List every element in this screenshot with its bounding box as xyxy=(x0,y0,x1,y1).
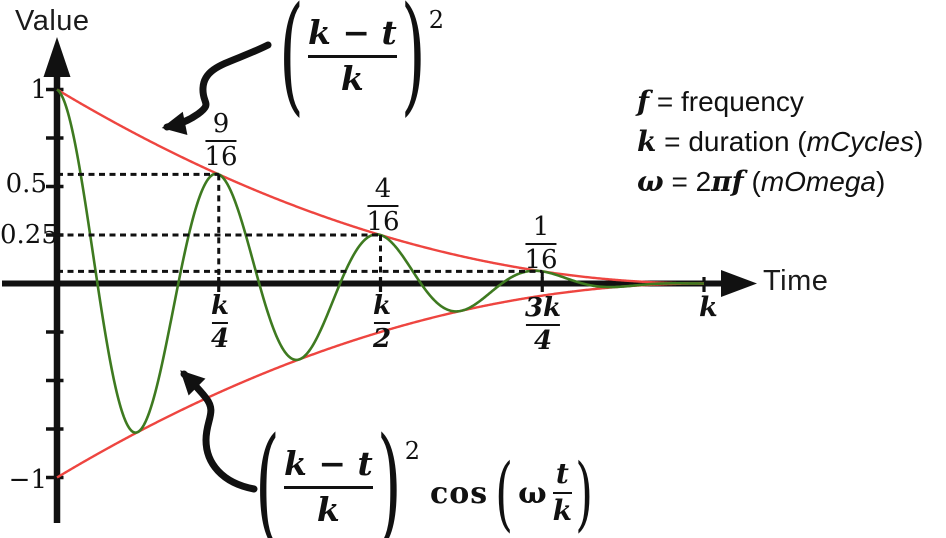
y-tick-label-0p5: 0.5 xyxy=(5,169,47,199)
legend-text-segment: ) xyxy=(913,126,924,157)
legend-text-segment: = xyxy=(649,86,681,117)
fraction-denominator: 16 xyxy=(366,207,400,238)
legend-text-segment: = 2 xyxy=(663,166,712,197)
exponent: 2 xyxy=(428,6,444,34)
fraction-bar xyxy=(367,204,399,208)
fraction-numerator: k − t xyxy=(283,443,373,483)
fraction-numerator: 1 xyxy=(532,212,550,242)
dashed-guides-layer xyxy=(57,172,544,284)
x-tick-label-k-4: k 4 xyxy=(211,293,229,353)
fraction-numerator: 3k xyxy=(524,293,562,323)
x-tick-label-k-2: k 2 xyxy=(373,293,391,353)
annotation-arrows xyxy=(161,41,272,493)
legend-text-segment: ) xyxy=(875,166,886,197)
fraction-denominator: 4 xyxy=(210,324,230,355)
legend-line-omega: ω = 2πf (mOmega) xyxy=(637,162,923,202)
y-tick-label-1: 1 xyxy=(30,75,47,105)
legend-line-duration: k = duration (mCycles) xyxy=(637,122,923,162)
legend-text-segment: πf xyxy=(711,165,744,198)
formula-fraction: k − t k xyxy=(305,12,400,98)
open-paren-icon: ( xyxy=(495,445,514,538)
fraction-numerator: 9 xyxy=(212,109,230,139)
fraction-numerator: k − t xyxy=(307,12,397,52)
fraction-denominator: k xyxy=(316,489,340,529)
fraction-denominator: 16 xyxy=(204,142,238,173)
open-paren-icon: ( xyxy=(255,413,280,538)
envelope-formula: ( k − t k ) 2 xyxy=(278,0,444,120)
signal-formula: ( k − t k ) 2 cos ( ω t k ) xyxy=(254,423,594,538)
legend: f = frequency k = duration (mCycles) ω =… xyxy=(637,82,923,202)
envelope-formula-arrow xyxy=(161,41,272,136)
legend-line-frequency: f = frequency xyxy=(637,82,923,122)
y-axis-title: Value xyxy=(15,5,90,37)
fraction-numerator: k xyxy=(372,291,391,321)
close-paren-icon: ) xyxy=(400,0,426,130)
legend-text-segment: ( xyxy=(797,126,807,157)
fraction-bar xyxy=(205,139,237,143)
legend-text-segment: mCycles xyxy=(806,126,914,157)
fraction-denominator: k xyxy=(340,58,364,98)
legend-text-segment: frequency xyxy=(680,86,804,117)
legend-text-segment: f xyxy=(637,85,650,118)
x-tick-label-k: k xyxy=(699,292,718,323)
fraction-denominator: 16 xyxy=(524,245,558,276)
fraction-numerator: 4 xyxy=(374,174,392,204)
y-axis-arrowhead-icon xyxy=(43,37,71,77)
x-axis-title: Time xyxy=(763,265,829,297)
x-axis-arrowhead-icon xyxy=(721,270,757,297)
omega-symbol: ω xyxy=(518,475,547,511)
legend-text-segment: ( xyxy=(743,166,761,197)
formula-fraction: k − t k xyxy=(281,443,376,529)
peak-value-label-4-16: 4 16 xyxy=(366,176,399,236)
y-tick-label-neg1: −1 xyxy=(8,465,47,495)
y-tick-label-0p25: 0.25 xyxy=(0,220,58,250)
peak-value-label-9-16: 9 16 xyxy=(204,111,237,171)
open-paren-icon: ( xyxy=(279,0,304,130)
fraction-denominator: 4 xyxy=(533,326,553,357)
cos-function-name: cos xyxy=(429,475,489,511)
fraction-numerator: k xyxy=(210,291,229,321)
legend-text-segment: k xyxy=(637,125,657,158)
fraction-bar xyxy=(373,321,391,325)
axes-layer xyxy=(2,37,757,523)
legend-text-segment: ω xyxy=(637,165,664,198)
signal-formula-arrow xyxy=(180,370,258,493)
fraction-bar xyxy=(283,485,373,489)
legend-text-segment: mOmega xyxy=(760,166,876,197)
legend-text-segment: = xyxy=(656,126,689,157)
exponent: 2 xyxy=(404,437,420,465)
close-paren-icon: ) xyxy=(376,413,402,538)
fraction-bar xyxy=(307,54,397,58)
fraction-denominator: k xyxy=(552,494,573,528)
close-paren-icon: ) xyxy=(575,445,594,538)
lower-envelope-curve xyxy=(56,282,705,479)
formula-fraction: t k xyxy=(551,456,574,528)
fraction-denominator: 2 xyxy=(372,324,392,355)
fraction-bar xyxy=(525,323,561,327)
legend-text-segment: duration xyxy=(688,126,798,157)
cosine-term: cos ( ω t k ) xyxy=(429,453,594,534)
fraction-bar xyxy=(552,491,573,495)
x-tick-label-3k-4: 3k 4 xyxy=(525,295,561,355)
fraction-numerator: t xyxy=(555,456,569,490)
fraction-bar xyxy=(211,321,229,325)
fraction-bar xyxy=(525,242,557,246)
peak-value-label-1-16: 1 16 xyxy=(524,214,557,274)
axis-ticks xyxy=(46,87,706,480)
